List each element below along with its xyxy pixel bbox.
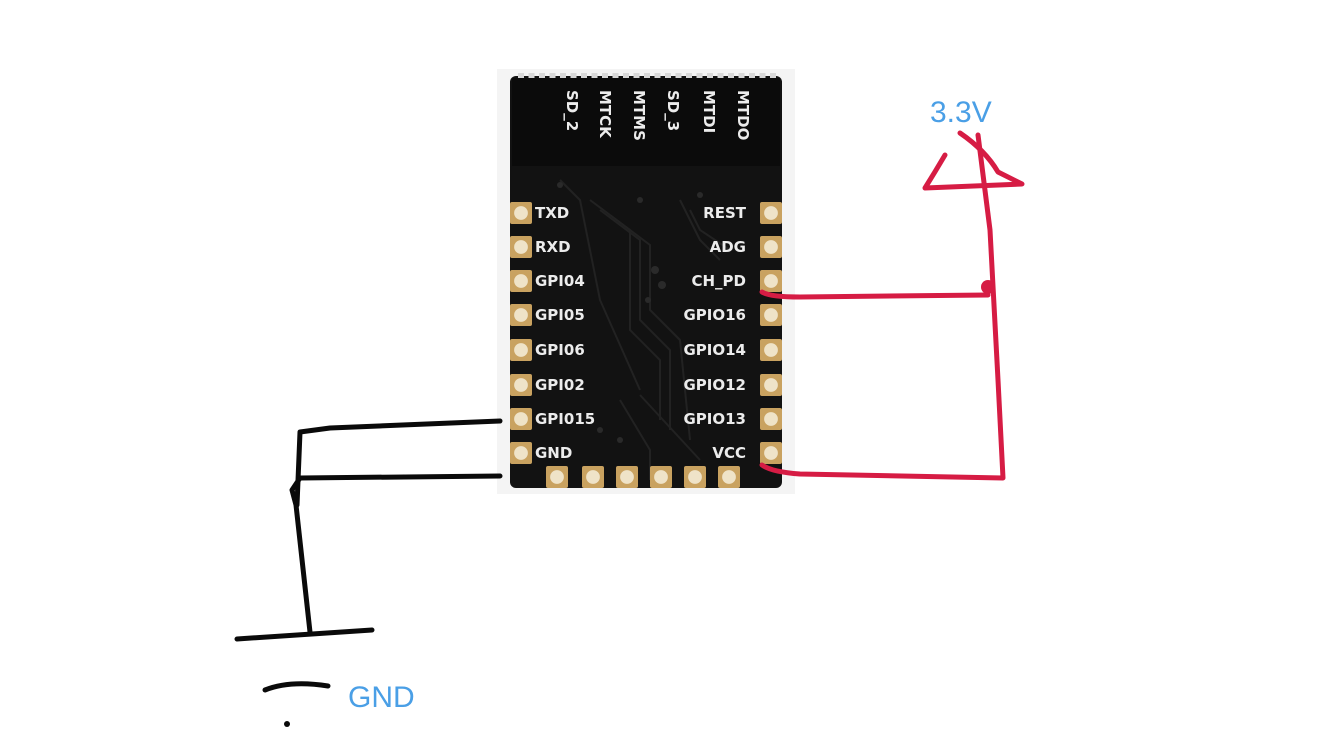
top-label: SD_2: [563, 90, 581, 131]
vcc-wiring: [759, 132, 1006, 481]
ch-pd-wire: [759, 289, 991, 300]
pcb-traces: [559, 179, 731, 480]
pin-pad: [760, 202, 782, 224]
board-notch: [665, 73, 671, 78]
pin-pad: [582, 466, 604, 488]
pin-pad: [510, 442, 532, 464]
gnd-wiring: [289, 418, 503, 635]
board-notch: [539, 73, 545, 78]
pin-pad: [650, 466, 672, 488]
right-pin-label: ADG: [710, 238, 746, 256]
board-notch: [696, 73, 703, 78]
top-label: MTDO: [734, 90, 752, 140]
ground-dot: [284, 721, 290, 727]
vcc-label: 3.3V: [930, 96, 992, 129]
pin-pad: [510, 202, 532, 224]
gnd-label: GND: [348, 681, 415, 714]
top-label: MTCK: [596, 90, 614, 139]
board-notch: [581, 73, 587, 78]
board-notch: [644, 73, 650, 78]
board-notch: [717, 73, 724, 78]
top-label: MTDI: [700, 90, 718, 133]
pin-pad: [760, 408, 782, 430]
pin-pad: [760, 374, 782, 396]
board-top-notches: [518, 73, 776, 78]
gnd-wire: [289, 473, 503, 635]
right-pin-label: REST: [703, 204, 747, 222]
left-pin-label: GPI015: [535, 410, 595, 428]
ground-symbol-icon: [234, 627, 375, 693]
pin-pad: [718, 466, 740, 488]
board-notch: [728, 73, 734, 78]
pin-pad: [760, 339, 782, 361]
power-arrow-icon: [922, 130, 1025, 191]
pin-pad: [760, 270, 782, 292]
top-labels: SD_2 MTCK MTMS SD_3 MTDI MTDO: [563, 90, 752, 141]
vcc-wire: [759, 132, 1006, 481]
pin-pad: [760, 442, 782, 464]
board-notch: [707, 73, 713, 78]
top-label: SD_3: [664, 90, 682, 131]
pin-pad: [510, 339, 532, 361]
board-notch: [654, 73, 661, 78]
board-body: [510, 76, 782, 488]
pin-pad: [510, 304, 532, 326]
pin-pad: [510, 374, 532, 396]
right-pin-label: GPIO13: [683, 410, 746, 428]
pin-pad: [760, 304, 782, 326]
board-notch: [633, 73, 640, 78]
esp-module: [497, 69, 795, 494]
right-pin-label: GPIO14: [683, 341, 746, 359]
left-pin-labels: TXD RXD GPI04 GPI05 GPI06 GPI02 GPI015 G…: [535, 204, 595, 462]
board-notch: [738, 73, 745, 78]
left-pin-label: RXD: [535, 238, 571, 256]
gpio15-wire: [294, 418, 503, 508]
left-pin-label: GPI06: [535, 341, 585, 359]
board-notch: [770, 73, 776, 78]
board-notch: [570, 73, 577, 78]
right-pin-labels: REST ADG CH_PD GPIO16 GPIO14 GPIO12 GPIO…: [683, 204, 746, 462]
board-notch: [612, 73, 619, 78]
left-pin-label: GPI02: [535, 376, 585, 394]
top-label: MTMS: [630, 90, 648, 141]
left-pin-label: GND: [535, 444, 572, 462]
right-pin-label: CH_PD: [691, 272, 746, 290]
pin-pad: [684, 466, 706, 488]
board-notch: [686, 73, 692, 78]
right-pin-label: VCC: [712, 444, 746, 462]
board-notch: [549, 73, 556, 78]
left-pin-label: GPI05: [535, 306, 585, 324]
board-notch: [675, 73, 682, 78]
pcb-vias: [557, 182, 703, 443]
left-pin-label: TXD: [535, 204, 569, 222]
right-pin-label: GPIO12: [683, 376, 746, 394]
left-pads: [510, 202, 532, 464]
left-pin-label: GPI04: [535, 272, 585, 290]
board-notch: [560, 73, 566, 78]
board-notch: [591, 73, 598, 78]
right-pads: [760, 202, 782, 464]
board-notch: [602, 73, 608, 78]
board-notch: [749, 73, 755, 78]
board-notch: [528, 73, 535, 78]
pin-pad: [510, 270, 532, 292]
pin-pad: [546, 466, 568, 488]
board-notch: [623, 73, 629, 78]
wire-junction: [981, 280, 995, 294]
pin-pad: [510, 236, 532, 258]
board-bottom-pads: [546, 466, 740, 488]
pin-pad: [760, 236, 782, 258]
pin-pad: [510, 408, 532, 430]
pin-pad: [616, 466, 638, 488]
antenna-area: [512, 78, 780, 166]
right-pin-label: GPIO16: [683, 306, 746, 324]
board-notch: [759, 73, 766, 78]
board-notch: [518, 73, 524, 78]
